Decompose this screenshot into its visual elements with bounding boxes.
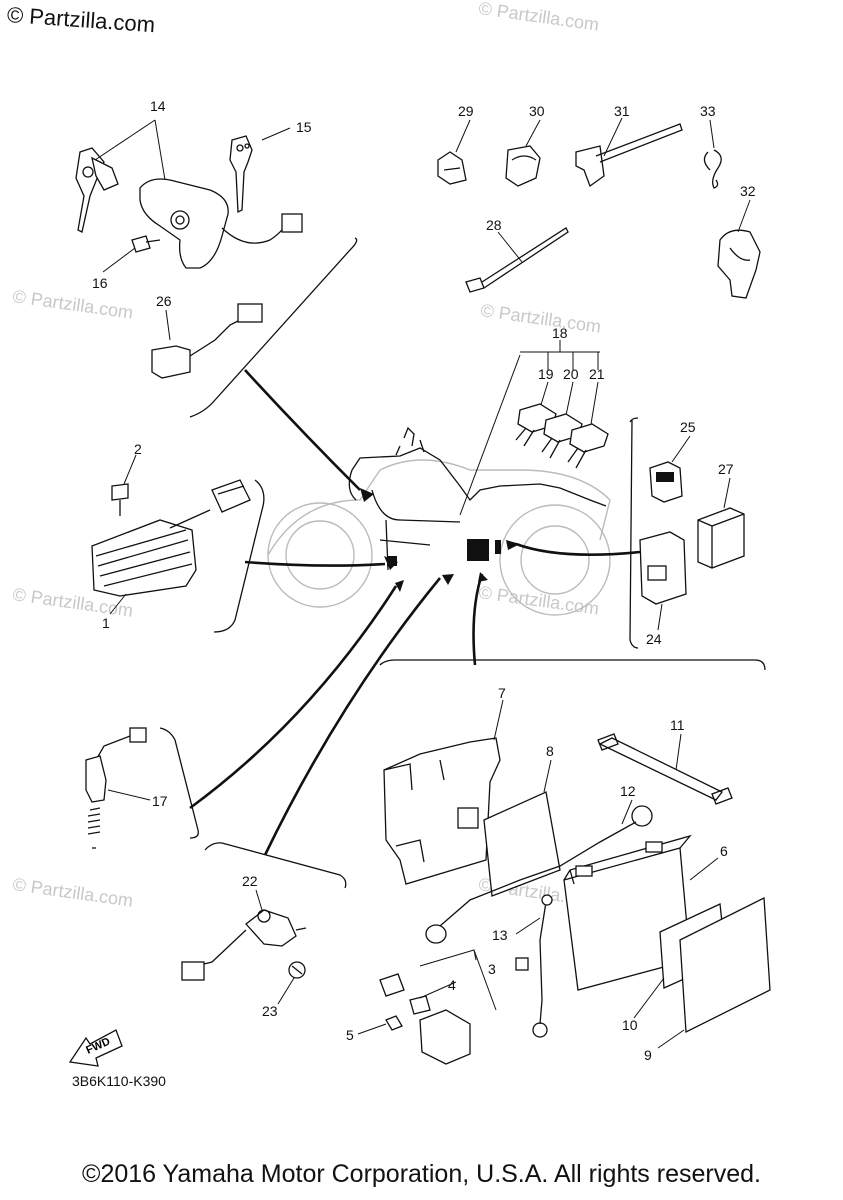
lead-12 (425, 799, 653, 944)
callout-23: 23 (262, 1003, 278, 1019)
callout-14: 14 (150, 98, 166, 114)
callout-4: 4 (448, 977, 456, 993)
band-11 (597, 733, 733, 805)
callout-2: 2 (134, 441, 142, 457)
callout-25: 25 (680, 419, 696, 435)
callout-31: 31 (614, 103, 630, 119)
callout-8: 8 (546, 743, 554, 759)
watermark-repeat: © Partzilla.com (11, 286, 134, 323)
callout-19: 19 (538, 366, 554, 382)
callout-11: 11 (670, 717, 685, 733)
callout-29: 29 (458, 103, 474, 119)
diagram-code: 3B6K110-K390 (72, 1073, 166, 1089)
callout-20: 20 (563, 366, 579, 382)
watermark-repeat: © Partzilla.com (477, 0, 600, 35)
callout-16: 16 (92, 275, 108, 291)
callout-7: 7 (498, 685, 506, 701)
relay-units (639, 435, 745, 631)
callout-1: 1 (102, 615, 110, 631)
callout-numbers: 14 15 16 26 29 30 31 33 32 28 18 19 20 2… (92, 98, 756, 1063)
callout-15: 15 (296, 119, 312, 135)
pads-9-10 (633, 896, 771, 1049)
callout-24: 24 (646, 631, 662, 647)
callout-9: 9 (644, 1047, 652, 1063)
callout-26: 26 (156, 293, 172, 309)
callout-30: 30 (529, 103, 545, 119)
watermark-repeat: © Partzilla.com (479, 300, 602, 337)
callout-3: 3 (488, 961, 496, 977)
battery-box (383, 699, 504, 885)
watermark-repeat: © Partzilla.com (477, 582, 600, 619)
lead-13 (515, 894, 553, 1038)
rectifier-regulator (91, 454, 251, 615)
fwd-arrow-icon: FWD (68, 1029, 123, 1067)
main-switch-assembly (75, 119, 303, 273)
watermark-repeat: © Partzilla.com (11, 874, 134, 911)
callout-22: 22 (242, 873, 258, 889)
callout-27: 27 (718, 461, 734, 477)
callout-21: 21 (589, 366, 605, 382)
connector-26 (151, 303, 263, 379)
callout-5: 5 (346, 1027, 354, 1043)
callout-33: 33 (700, 103, 716, 119)
callout-13: 13 (492, 927, 508, 943)
sensor-17 (85, 727, 151, 849)
motorcycle-outline (267, 426, 611, 616)
fuse-group (515, 340, 609, 469)
copyright-footer: ©2016 Yamaha Motor Corporation, U.S.A. A… (82, 1160, 761, 1188)
callout-17: 17 (152, 793, 168, 809)
starter-relay (357, 949, 497, 1065)
callout-12: 12 (620, 783, 636, 799)
clip-group (437, 117, 761, 299)
sensor-22 (181, 889, 307, 1005)
callout-28: 28 (486, 217, 502, 233)
relay-box (467, 539, 489, 561)
callout-10: 10 (622, 1017, 638, 1033)
callout-6: 6 (720, 843, 728, 859)
pad-8 (483, 759, 561, 897)
callout-32: 32 (740, 183, 756, 199)
callout-18: 18 (552, 325, 568, 341)
connection-leaders (159, 237, 766, 889)
